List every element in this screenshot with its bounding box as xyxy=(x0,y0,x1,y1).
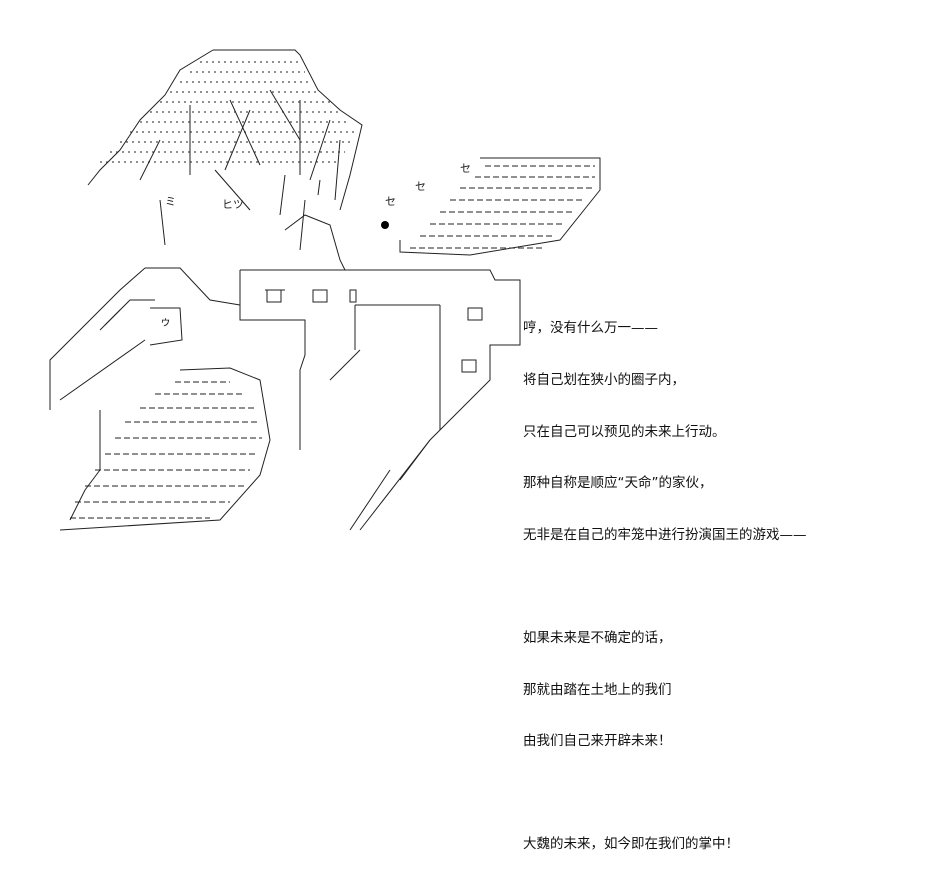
arm-glyph-u: ゥ xyxy=(160,315,171,328)
body-lines xyxy=(299,349,431,531)
hair-glyph-mi: ミ xyxy=(165,195,176,208)
dialogue-line-5: 无非是在自己的牢笼中进行扮演国王的游戏—— xyxy=(523,526,807,543)
sfx-circle xyxy=(381,221,389,229)
dialogue-line-4: 那种自称是顺应“天命”的家伙， xyxy=(523,475,713,492)
dialogue-gap-2 xyxy=(523,785,943,802)
dialogue-line-1: 哼，没有什么万一—— xyxy=(523,320,658,337)
sfx-se-2: セ xyxy=(415,180,426,193)
hat-outline xyxy=(87,49,363,211)
sfx-se-3: セ xyxy=(460,162,471,175)
sleeve-outline xyxy=(59,367,271,531)
ascii-art-illustration: ミ ヒツ セ セ セ ゥ xyxy=(49,49,601,531)
dialogue-line-3: 只在自己可以预见的未来上行动。 xyxy=(523,423,726,440)
torso-outline xyxy=(239,269,521,531)
hat-dot-fill xyxy=(100,61,355,163)
left-arm xyxy=(49,267,241,410)
dialogue-line-2: 将自己划在狭小的圈子内， xyxy=(523,372,685,388)
hair-glyph-hitsu: ヒツ xyxy=(222,198,244,211)
hair-strands xyxy=(139,89,341,246)
dialogue-line-6: 如果未来是不确定的话， xyxy=(523,629,672,646)
sleeve-stripes xyxy=(70,381,262,519)
dialogue-line-8: 由我们自己来开辟未来！ xyxy=(523,733,672,750)
dialogue-text: 哼，没有什么万一—— 将自己划在狭小的圈子内， 只在自己可以预见的未来上行动。 … xyxy=(523,286,943,871)
face-outline xyxy=(284,179,346,271)
dialogue-line-7: 那就由踏在土地上的我们 xyxy=(523,681,672,698)
cape-upper xyxy=(399,157,601,256)
torso-details xyxy=(265,289,483,430)
sfx-se-1: セ xyxy=(385,195,396,208)
dialogue-line-9: 大魏的未来，如今即在我们的掌中！ xyxy=(523,836,739,853)
cape-stripes xyxy=(410,165,595,249)
dialogue-gap xyxy=(523,578,943,595)
arm-line-2 xyxy=(59,339,146,401)
arm-line xyxy=(99,309,121,331)
